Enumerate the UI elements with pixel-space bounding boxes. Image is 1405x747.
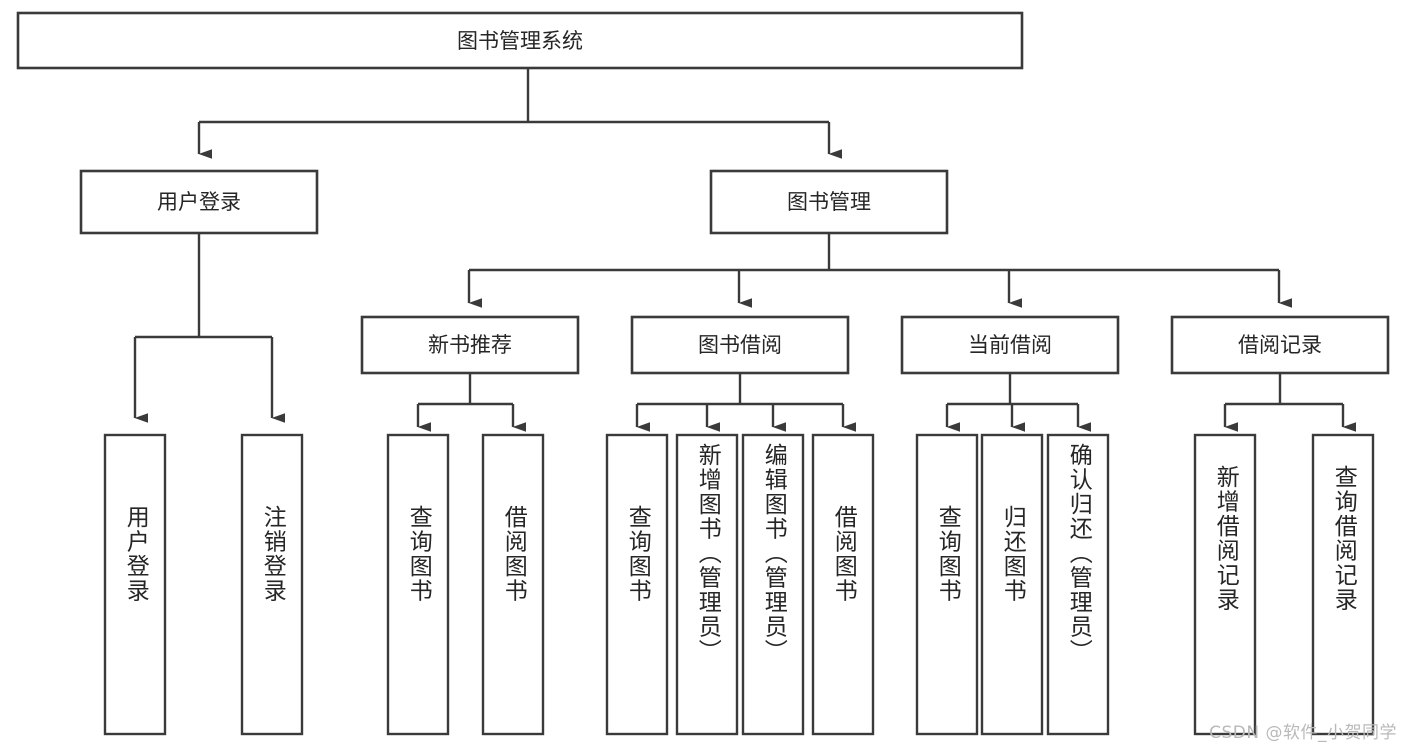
leaf-box-add-record[interactable]: [1193, 433, 1257, 736]
node-current-borrow-label: 当前借阅: [968, 333, 1052, 357]
leaf-box-logout[interactable]: [240, 433, 304, 736]
csdn-watermark: CSDN @软件_小贺同学: [1209, 723, 1397, 743]
connector-borrow-record-to-leaves: [1223, 373, 1357, 432]
node-borrow-record-label: 借阅记录: [1238, 333, 1322, 357]
connector-book-manage-to-level3: [467, 233, 1293, 308]
node-root[interactable]: 图书管理系统: [16, 11, 1024, 70]
leaf-box-edit-book[interactable]: [741, 433, 805, 736]
leaf-box-query-book-2[interactable]: [605, 433, 669, 736]
connector-new-book-recommend-to-leaves: [416, 373, 527, 432]
connector-book-borrow-to-leaves: [635, 373, 857, 432]
node-borrow-record[interactable]: 借阅记录: [1170, 315, 1390, 375]
node-new-book-recommend[interactable]: 新书推荐: [360, 315, 580, 375]
node-root-label: 图书管理系统: [457, 29, 583, 53]
connector-current-borrow-to-leaves: [945, 373, 1092, 432]
node-user-login-label: 用户登录: [157, 190, 241, 214]
node-book-borrow-label: 图书借阅: [698, 333, 782, 357]
connector-root-to-level2: [197, 68, 843, 159]
node-book-borrow[interactable]: 图书借阅: [630, 315, 850, 375]
leaf-box-borrow-book-2[interactable]: [811, 433, 875, 736]
node-user-login[interactable]: 用户登录: [79, 169, 319, 235]
leaf-box-borrow-book-1[interactable]: [481, 433, 545, 736]
leaf-box-user-login[interactable]: [103, 433, 167, 736]
node-new-book-recommend-label: 新书推荐: [428, 333, 512, 357]
leaf-box-query-book-3[interactable]: [915, 433, 979, 736]
node-book-manage-label: 图书管理: [787, 190, 871, 214]
leaf-box-confirm-return[interactable]: [1046, 433, 1110, 736]
leaf-box-query-book-1[interactable]: [386, 433, 450, 736]
node-current-borrow[interactable]: 当前借阅: [900, 315, 1120, 375]
leaf-box-add-book[interactable]: [675, 433, 739, 736]
connector-user-login-to-leaves: [133, 233, 286, 423]
leaf-box-query-record[interactable]: [1311, 433, 1375, 736]
leaf-box-group: [103, 433, 1375, 736]
node-book-manage[interactable]: 图书管理: [709, 169, 949, 235]
leaf-box-return-book[interactable]: [980, 433, 1044, 736]
